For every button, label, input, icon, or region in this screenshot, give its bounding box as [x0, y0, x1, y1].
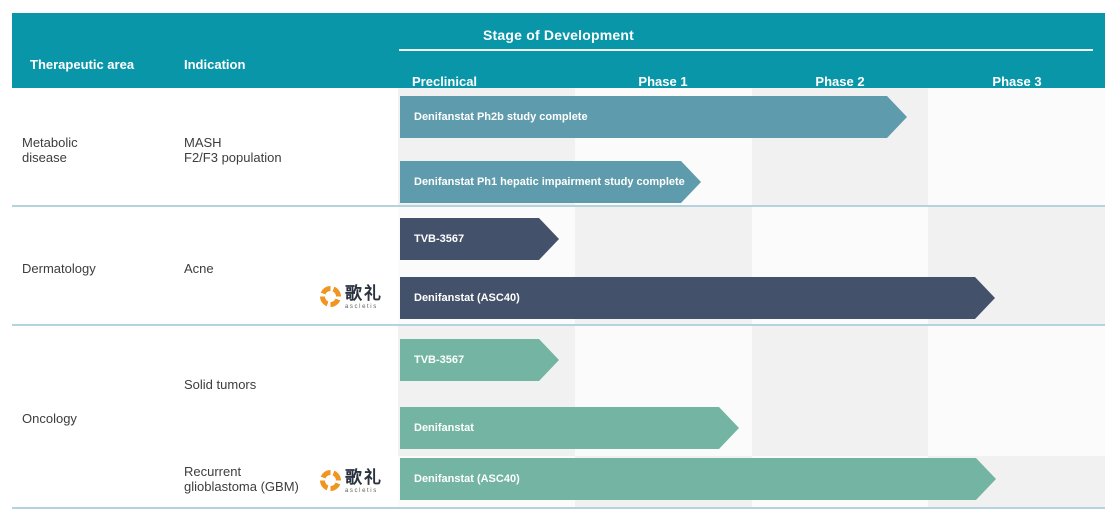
- column-header-preclinical: Preclinical: [412, 74, 478, 89]
- stage-bars: Denifanstat (ASC40): [398, 456, 1105, 509]
- column-header-indication: Indication: [184, 57, 246, 72]
- pipeline-bar-tvb-3567-acne: TVB-3567: [400, 218, 559, 260]
- row-oncology-gbm: Recurrent glioblastoma (GBM) 歌礼 ascletis…: [12, 456, 1105, 509]
- ascletis-wordmark: ascletis: [345, 304, 378, 310]
- pipeline-bar-denifanstat-ph2b: Denifanstat Ph2b study complete: [400, 96, 907, 138]
- column-header-phase-3: Phase 3: [992, 74, 1042, 89]
- bottom-border: [12, 507, 1105, 509]
- table-body: Metabolic disease MASH F2/F3 population …: [12, 88, 1105, 509]
- ascletis-wordmark: ascletis: [345, 488, 378, 494]
- ascletis-chinese-characters: 歌礼: [345, 284, 383, 303]
- indication-label: Solid tumors: [184, 377, 257, 392]
- header-underline: [399, 49, 1093, 51]
- indication-label: Acne: [184, 261, 214, 276]
- column-header-therapeutic-area: Therapeutic area: [30, 57, 135, 72]
- pipeline-bar-denifanstat-ph1-hepatic: Denifanstat Ph1 hepatic impairment study…: [400, 161, 701, 203]
- row-separator: [12, 205, 1105, 207]
- ascletis-ring-icon: [320, 286, 341, 307]
- pipeline-bar-denifanstat-solid-tumors: Denifanstat: [400, 407, 739, 449]
- pipeline-table: Stage of Development Therapeutic area In…: [12, 13, 1105, 509]
- ascletis-logo-text: 歌礼 ascletis: [345, 284, 383, 311]
- therapeutic-area-label: Metabolic disease: [22, 135, 78, 165]
- ascletis-logo: 歌礼 ascletis: [320, 469, 383, 494]
- indication-label: Recurrent glioblastoma (GBM): [184, 464, 299, 494]
- cell-phase-3: [928, 326, 1105, 456]
- table-header: Stage of Development Therapeutic area In…: [12, 13, 1105, 89]
- stage-of-development-title: Stage of Development: [482, 27, 635, 43]
- row-oncology-solid-tumors: Oncology Solid tumors TVB-3567 Denifanst…: [12, 326, 1105, 456]
- cell-phase-3: [928, 88, 1105, 207]
- therapeutic-area-label: Dermatology: [22, 261, 96, 276]
- stage-bars: TVB-3567 Denifanstat (ASC40): [398, 207, 1105, 326]
- stage-bars: Denifanstat Ph2b study complete Denifans…: [398, 88, 1105, 207]
- column-header-phase-2: Phase 2: [815, 74, 865, 89]
- cell-phase-2: [751, 326, 929, 456]
- row-separator: [12, 324, 1105, 326]
- column-header-phase-1: Phase 1: [638, 74, 688, 89]
- pipeline-bar-denifanstat-asc40-acne: Denifanstat (ASC40): [400, 277, 995, 319]
- ascletis-logo: 歌礼 ascletis: [320, 285, 383, 310]
- row-metabolic-disease: Metabolic disease MASH F2/F3 population …: [12, 88, 1105, 207]
- stage-bars: TVB-3567 Denifanstat: [398, 326, 1105, 456]
- ascletis-chinese-characters: 歌礼: [345, 468, 383, 487]
- pipeline-bar-denifanstat-asc40-gbm: Denifanstat (ASC40): [400, 458, 996, 500]
- ascletis-ring-icon: [320, 470, 341, 491]
- row-dermatology-acne: Dermatology Acne 歌礼 ascletis TVB-3567 De…: [12, 207, 1105, 326]
- indication-label: MASH F2/F3 population: [184, 135, 282, 165]
- ascletis-logo-text: 歌礼 ascletis: [345, 468, 383, 495]
- pipeline-bar-tvb-3567-solid-tumors: TVB-3567: [400, 339, 559, 381]
- therapeutic-area-label: Oncology: [22, 411, 77, 426]
